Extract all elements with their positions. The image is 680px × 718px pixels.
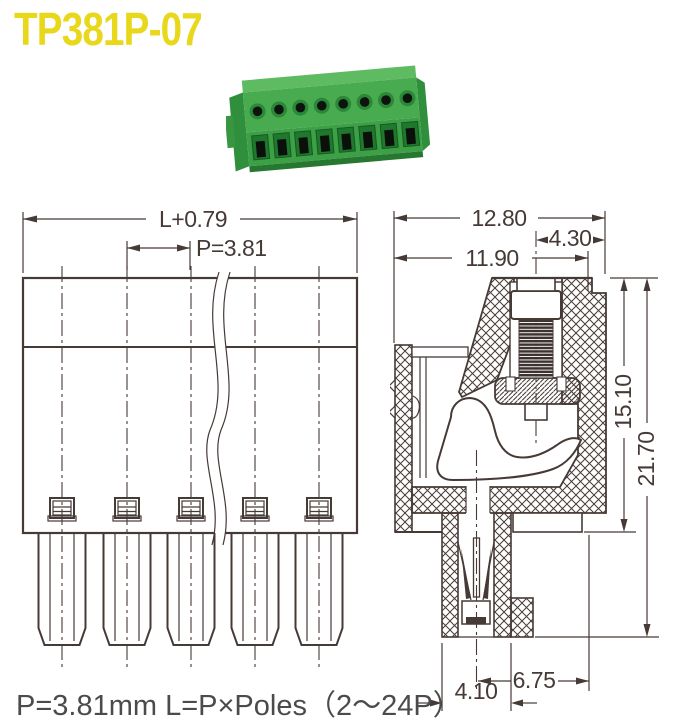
dimension-overall-width: 12.80 [393,205,606,343]
dimension-label-snout-width: 4.10 [455,678,498,704]
break-line [206,271,231,546]
dimension-label-overall-length: L+0.79 [159,206,227,232]
mounting-flange [512,512,583,533]
pole-centerlines [61,266,320,668]
wire-entry-openings [251,120,421,161]
screw-head [510,290,562,320]
dimension-overall-length: L+0.79 [22,206,358,273]
left-wall [394,344,413,533]
dimension-overall-height: 21.70 [535,278,659,638]
screw-threads [518,319,554,379]
dimension-body-width: 11.90 [394,245,589,291]
socket-legs [37,533,344,646]
dimension-pitch: P=3.81 [126,235,267,270]
screw-hole-band [242,77,420,133]
left-end-face [229,92,250,172]
snout-step-foot [510,597,534,638]
yoke-slot-left [505,376,516,392]
dimension-label-overall-height: 21.70 [633,431,659,486]
section-view-drawing: 12.80 4.30 11.90 15.10 [390,205,659,711]
latch-bump-lower [390,404,396,420]
housing-outline [21,276,359,535]
terminal-block-image [226,65,431,173]
screw-holes [249,90,416,120]
clamp-windows [47,497,334,522]
snout-right-wall [493,512,512,638]
yoke-slot-right [556,376,567,392]
front-view-drawing: L+0.79 P=3.81 [21,206,359,668]
dimension-label-center-to-face: 6.75 [513,667,556,693]
latch-bump-upper [390,378,396,394]
product-photo [226,65,431,173]
pitch-formula: P=3.81mm L=P×Poles（2～24P） [16,690,462,718]
dimension-label-overall-width: 12.80 [471,205,526,231]
dimension-snout-width: 4.10 [416,643,537,711]
dimension-screw-to-face: 4.30 [536,225,605,251]
wire-clamp [436,396,583,482]
dimension-center-to-face: 6.75 [478,535,590,693]
right-end-face [416,77,431,152]
dimension-label-pitch: P=3.81 [196,235,267,261]
top-face [241,65,417,93]
product-title: TP381P-07 [14,3,203,55]
floor-slot [466,485,490,514]
plug-cavity-details [408,346,469,478]
dimension-body-height: 15.10 [584,277,658,533]
snout-left-wall [441,512,459,638]
screw-shank-tip [524,403,548,421]
side-latch-tab [226,115,236,149]
dimension-label-body-width: 11.90 [465,245,518,271]
screw-head-top [516,277,556,292]
dimension-label-screw-to-face: 4.30 [549,225,592,251]
dimension-label-body-height: 15.10 [610,374,636,429]
bottom-edge [249,151,424,173]
